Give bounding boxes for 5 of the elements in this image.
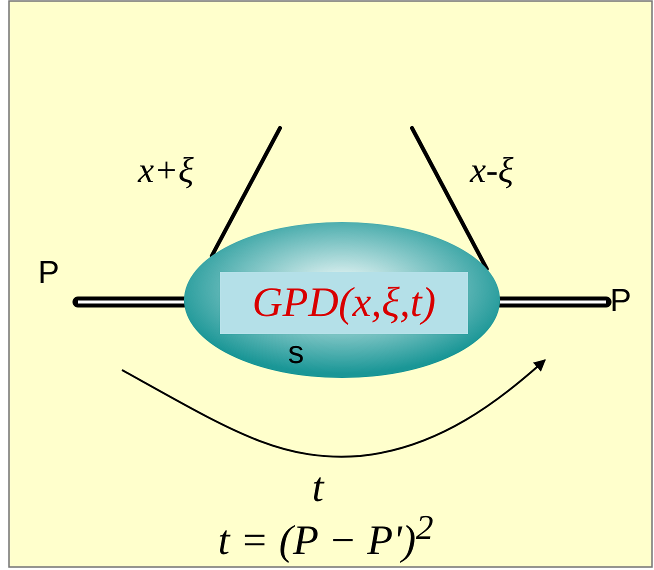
particle-label: P bbox=[38, 253, 60, 292]
formula-label: GPD(x,ξ,t) bbox=[220, 272, 468, 334]
node-label: s bbox=[288, 334, 304, 370]
particle-label: P bbox=[610, 281, 632, 320]
blob-ellipse bbox=[184, 222, 500, 378]
